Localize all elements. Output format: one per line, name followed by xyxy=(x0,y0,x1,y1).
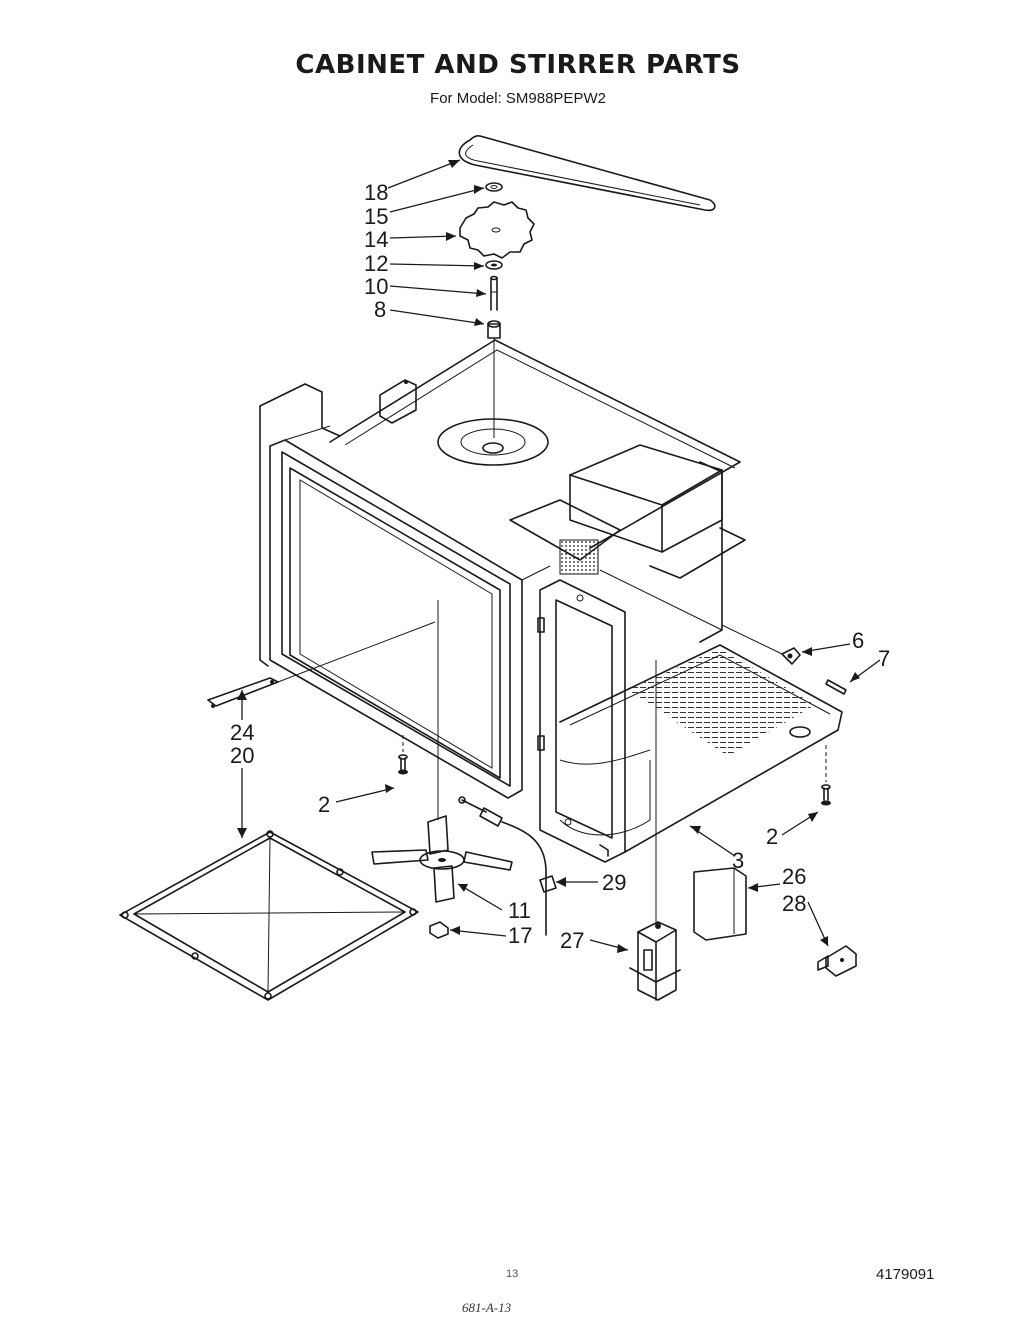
screw-part-2-left xyxy=(398,735,408,775)
cabinet-top xyxy=(329,339,741,549)
callout-6: 6 xyxy=(852,628,865,653)
component-box xyxy=(509,444,746,579)
callout-3: 3 xyxy=(732,848,745,873)
callout-27: 27 xyxy=(560,928,585,953)
callout-10: 10 xyxy=(364,274,389,299)
screw-part-7 xyxy=(825,679,847,695)
drawing-number: 4179091 xyxy=(876,1266,935,1283)
callout-29: 29 xyxy=(602,870,627,895)
callout-26: 26 xyxy=(782,864,807,889)
front-frame xyxy=(269,425,551,799)
callout-24: 24 xyxy=(230,720,255,745)
arrowheads xyxy=(237,160,860,953)
shaft-part-10 xyxy=(490,275,498,311)
callout-11: 11 xyxy=(508,898,531,923)
probe-part-29 xyxy=(458,796,557,936)
drawing-code: 681-A-13 xyxy=(462,1300,512,1315)
base-plate-part-3 xyxy=(559,644,843,853)
callout-2-right: 2 xyxy=(766,824,779,849)
nut-part-12 xyxy=(485,260,503,270)
rail-bracket-part-24 xyxy=(207,621,436,708)
callout-7: 7 xyxy=(878,646,891,671)
right-inner-panel xyxy=(537,579,626,863)
callout-28: 28 xyxy=(782,891,807,916)
cabinet-side-wall xyxy=(259,383,723,667)
callout-2-left: 2 xyxy=(318,792,331,817)
washer-part-15 xyxy=(485,182,503,192)
callout-15: 15 xyxy=(364,204,389,229)
callout-20: 20 xyxy=(230,743,255,768)
callout-18: 18 xyxy=(364,180,389,205)
bracket-part-27 xyxy=(629,660,681,1001)
callout-12: 12 xyxy=(364,251,389,276)
clip-part-6 xyxy=(781,647,801,665)
stirrer-blade-part-14 xyxy=(459,201,535,259)
bottom-tray-part-20 xyxy=(119,830,419,1001)
model-subtitle: For Model: SM988PEPW2 xyxy=(430,90,606,107)
callout-14: 14 xyxy=(364,227,389,252)
page-number: 13 xyxy=(506,1268,519,1280)
nut-part-17 xyxy=(429,921,449,939)
belt-part-18 xyxy=(458,134,716,212)
bushing-part-8 xyxy=(487,320,501,438)
stirrer-fan-part-11 xyxy=(371,600,513,903)
screw-part-2-right xyxy=(821,745,831,806)
callout-8: 8 xyxy=(374,297,387,322)
page-title: CABINET AND STIRRER PARTS xyxy=(295,50,741,80)
callout-17: 17 xyxy=(508,923,533,948)
switch-part-28 xyxy=(817,945,857,977)
pad-part-26 xyxy=(693,867,747,941)
